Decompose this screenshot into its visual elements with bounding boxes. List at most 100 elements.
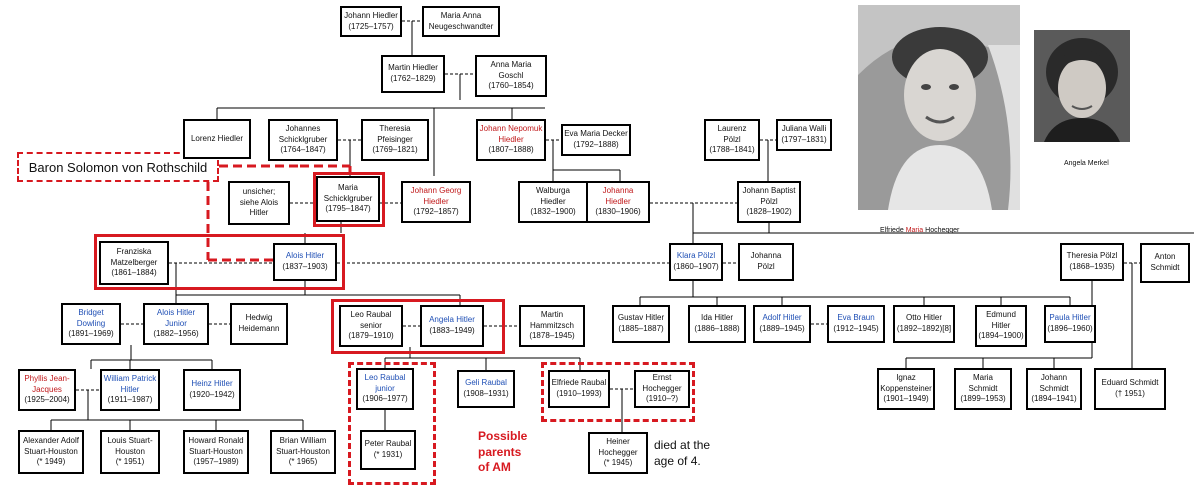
person-dates: (1860–1907) xyxy=(673,262,719,271)
person-name: Martin Hammitzsch xyxy=(529,309,574,330)
person-name: Alois Hitler Junior xyxy=(156,307,196,328)
person-box-gustav: Gustav Hitler(1885–1887) xyxy=(612,305,670,343)
person-box-juliana-walli: Juliana Walli(1797–1831) xyxy=(776,119,832,151)
person-box-phyllis: Phyllis Jean- Jacques(1925–2004) xyxy=(18,369,76,411)
possible-parents-note: Possible parents of AM xyxy=(478,429,528,475)
person-dates: (* 1965) xyxy=(288,457,318,467)
caption-last: Hochegger xyxy=(923,227,960,234)
person-name: Eva Maria Decker xyxy=(564,129,628,139)
person-name: Theresia Pölzl xyxy=(1066,251,1118,261)
person-name: Adolf Hitler xyxy=(762,313,802,323)
person-box-johann-nepomuk: Johann Nepomuk Hiedler(1807–1888) xyxy=(476,119,546,161)
person-dates: (1912–1945) xyxy=(833,324,879,333)
person-name: Heiner Hochegger xyxy=(598,436,638,457)
person-box-ernst: Ernst Hochegger(1910–?) xyxy=(634,370,690,408)
person-box-brian: Brian William Stuart-Houston(* 1965) xyxy=(270,430,336,474)
person-name: Johann Nepomuk Hiedler xyxy=(479,123,543,144)
person-dates: (1886–1888) xyxy=(694,324,740,333)
person-dates: (1828–1902) xyxy=(746,207,792,217)
person-dates: (* 1945) xyxy=(603,458,633,468)
person-box-louis: Louis Stuart- Houston(* 1951) xyxy=(100,430,160,474)
person-dates: (1894–1900) xyxy=(978,331,1024,341)
highlight-alois-franziska xyxy=(94,234,345,290)
person-name: Johann Baptist Pölzl xyxy=(742,185,796,206)
person-name: Maria Schicklgruber xyxy=(323,182,373,203)
person-name: Johannes Schicklgruber xyxy=(278,123,328,144)
person-box-howard: Howard Ronald Stuart-Houston(1957–1989) xyxy=(183,430,249,474)
person-name: Louis Stuart- Houston xyxy=(107,435,153,456)
person-box-bridget: Bridget Dowling(1891–1969) xyxy=(61,303,121,345)
person-dates: (1760–1854) xyxy=(488,81,534,91)
person-name: Johanna Hiedler xyxy=(602,185,634,206)
person-name: Paula Hitler xyxy=(1049,313,1091,323)
person-box-johanna-hiedler: Johanna Hiedler(1830–1906) xyxy=(586,181,650,223)
person-dates: (* 1931) xyxy=(373,450,403,459)
person-box-leo-junior: Leo Raubal junior(1906–1977) xyxy=(356,368,414,410)
person-name: Heinz Hitler xyxy=(191,379,233,389)
person-box-edmund: Edmund Hitler(1894–1900) xyxy=(975,305,1027,347)
person-dates: (1889–1945) xyxy=(759,324,805,333)
person-name: Elfriede Raubal xyxy=(551,378,607,388)
person-dates: (1764–1847) xyxy=(280,145,326,155)
person-name: Ida Hitler xyxy=(700,313,733,323)
person-name: Theresia Pfeisinger xyxy=(377,123,413,144)
person-dates: (1885–1887) xyxy=(618,324,664,333)
person-name: Bridget Dowling xyxy=(76,307,106,328)
person-dates: (1762–1829) xyxy=(390,74,436,83)
person-name: Eva Braun xyxy=(837,313,875,323)
person-box-martin-hiedler: Martin Hiedler(1762–1829) xyxy=(381,55,445,93)
person-box-johanna-polzl: Johanna Pölzl xyxy=(738,243,794,281)
person-dates: (1795–1847) xyxy=(325,204,371,214)
person-name: Maria Schmidt xyxy=(968,372,998,393)
person-name: Johanna Pölzl xyxy=(750,251,782,271)
person-name: Martin Hiedler xyxy=(388,63,438,73)
person-box-johannes-schicklgruber: Johannes Schicklgruber(1764–1847) xyxy=(268,119,338,161)
person-name: Johann Georg Hiedler xyxy=(410,185,462,206)
caption-first: Elfriede xyxy=(880,227,906,234)
person-box-paula: Paula Hitler(1896–1960) xyxy=(1044,305,1096,343)
person-box-ida: Ida Hitler(1886–1888) xyxy=(688,305,746,343)
person-name: Howard Ronald Stuart-Houston xyxy=(188,435,244,456)
person-dates: (1910–1993) xyxy=(556,389,602,398)
person-box-heiner: Heiner Hochegger(* 1945) xyxy=(588,432,648,474)
person-name: Alois Hitler xyxy=(285,251,325,261)
person-dates: (1899–1953) xyxy=(960,394,1006,404)
person-dates: (1901–1949) xyxy=(883,394,929,404)
person-box-leo-senior: Leo Raubal senior(1879–1910) xyxy=(339,305,403,347)
person-box-hedwig: Hedwig Heidemann xyxy=(230,303,288,345)
person-dates: (* 1951) xyxy=(115,457,145,467)
person-name: Ignaz Koppensteiner xyxy=(880,372,932,393)
person-dates: (1837–1903) xyxy=(282,262,328,271)
person-name: Otto Hitler xyxy=(905,313,942,323)
person-name: Maria Anna Neugeschwandter xyxy=(428,10,494,31)
person-dates: (1911–1987) xyxy=(107,395,153,405)
person-dates: (1830–1906) xyxy=(595,207,641,217)
person-dates: (1797–1831) xyxy=(781,135,827,144)
person-dates: (1925–2004) xyxy=(24,395,70,405)
highlight-leo-peter-raubal xyxy=(348,362,436,485)
person-box-martin-hammitzsch: Martin Hammitzsch(1878–1945) xyxy=(519,305,585,347)
person-box-geli: Geli Raubal(1908–1931) xyxy=(457,370,515,408)
person-box-eduard-schmidt: Eduard Schmidt(† 1951) xyxy=(1094,368,1166,410)
highlight-leo-angela xyxy=(331,299,505,354)
person-box-klara-polzl: Klara Pölzl(1860–1907) xyxy=(669,243,723,281)
person-box-johann-hiedler: Johann Hiedler(1725–1757) xyxy=(340,6,402,37)
person-name: Gustav Hitler xyxy=(617,313,665,323)
photo2-caption: Angela Merkel xyxy=(1064,160,1109,167)
person-name: Laurenz Pölzl xyxy=(717,123,747,144)
person-box-theresia-polzl: Theresia Pölzl(1868–1935) xyxy=(1060,243,1124,281)
highlight-maria-schicklgruber xyxy=(313,172,385,227)
person-name: unsicher; siehe Alois Hitler xyxy=(239,186,279,218)
person-box-lorenz-hiedler: Lorenz Hiedler xyxy=(183,119,251,159)
person-name: Brian William Stuart-Houston xyxy=(276,435,330,456)
person-name: Johann Hiedler xyxy=(344,10,398,20)
person-dates: (1906–1977) xyxy=(362,394,408,404)
person-name: Leo Raubal junior xyxy=(364,372,406,393)
photo-elfriede-hochegger xyxy=(858,5,1020,210)
person-dates: (* 1949) xyxy=(36,457,66,467)
person-dates: (1883–1949) xyxy=(429,326,475,335)
died-note: died at the age of 4. xyxy=(654,438,711,468)
person-name: Angela Hitler xyxy=(429,315,475,325)
person-dates: (1725–1757) xyxy=(348,21,394,31)
